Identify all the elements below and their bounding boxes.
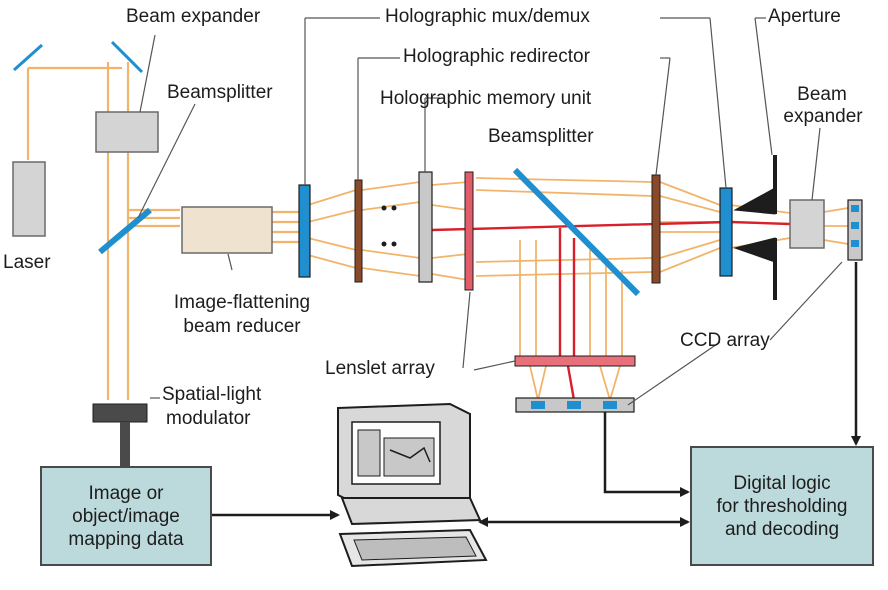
signal-arrows	[212, 262, 861, 527]
mirror-right	[110, 40, 144, 74]
label-slm-1: Spatial-light	[162, 384, 262, 405]
slm-stem	[120, 422, 130, 466]
label-lenslet-array: Lenslet array	[325, 358, 435, 379]
label-slm-2: modulator	[166, 408, 251, 429]
lenslet-array-icon	[514, 355, 636, 367]
mapping-data-box: Image or object/image mapping data	[40, 466, 212, 566]
readout-beam-paths	[431, 220, 791, 401]
mapping-data-line-2: object/image	[72, 505, 180, 527]
memory-unit-icon	[418, 171, 433, 283]
redirector-right-icon	[651, 174, 661, 284]
mirror-left	[13, 43, 43, 72]
data-page-marks	[381, 205, 397, 247]
label-beamsplitter-left: Beamsplitter	[167, 82, 273, 103]
redirector-left-icon	[354, 179, 363, 283]
label-holographic-mux: Holographic mux/demux	[385, 6, 590, 27]
ccd-cell	[851, 240, 859, 247]
beamsplitter-center-icon	[512, 167, 641, 297]
label-beamsplitter-center: Beamsplitter	[488, 126, 594, 147]
aperture-icon	[733, 155, 777, 300]
mux-demux-right-icon	[719, 187, 733, 277]
mux-demux-left-icon	[298, 184, 311, 278]
label-ccd-array: CCD array	[680, 330, 770, 351]
digital-logic-line-3: and decoding	[724, 518, 840, 540]
spatial-light-modulator-icon	[92, 403, 148, 423]
digital-logic-box: Digital logic for thresholding and decod…	[690, 446, 874, 566]
label-beam-expander-right-1: Beam	[797, 84, 847, 105]
ccd-cell	[851, 222, 859, 229]
label-beam-expander-top: Beam expander	[126, 6, 261, 27]
mapping-data-line-1: Image or	[88, 482, 164, 504]
ccd-cell	[567, 401, 581, 409]
beamsplitter-left-icon	[98, 207, 152, 255]
label-laser: Laser	[3, 252, 51, 273]
ccd-cell	[603, 401, 617, 409]
redirector-red-icon	[464, 171, 474, 291]
computer-workstation-icon	[337, 402, 488, 568]
label-holographic-memory: Holographic memory unit	[380, 88, 592, 109]
label-image-flattening-2: beam reducer	[183, 316, 301, 337]
beam-expander-right-icon	[789, 199, 825, 249]
leader-lines	[137, 17, 843, 406]
digital-logic-line-1: Digital logic	[733, 472, 831, 494]
ccd-cell	[531, 401, 545, 409]
beam-reducer-icon	[181, 206, 273, 254]
digital-logic-line-2: for thresholding	[716, 495, 848, 517]
label-aperture: Aperture	[768, 6, 841, 27]
label-image-flattening-1: Image-flattening	[173, 292, 311, 313]
ccd-cell	[851, 205, 859, 212]
label-beam-expander-right-2: expander	[783, 106, 863, 127]
mapping-data-line-3: mapping data	[68, 528, 184, 550]
label-holographic-redirector: Holographic redirector	[403, 46, 590, 67]
beam-expander-top-icon	[95, 111, 159, 153]
laser-icon	[12, 161, 46, 237]
